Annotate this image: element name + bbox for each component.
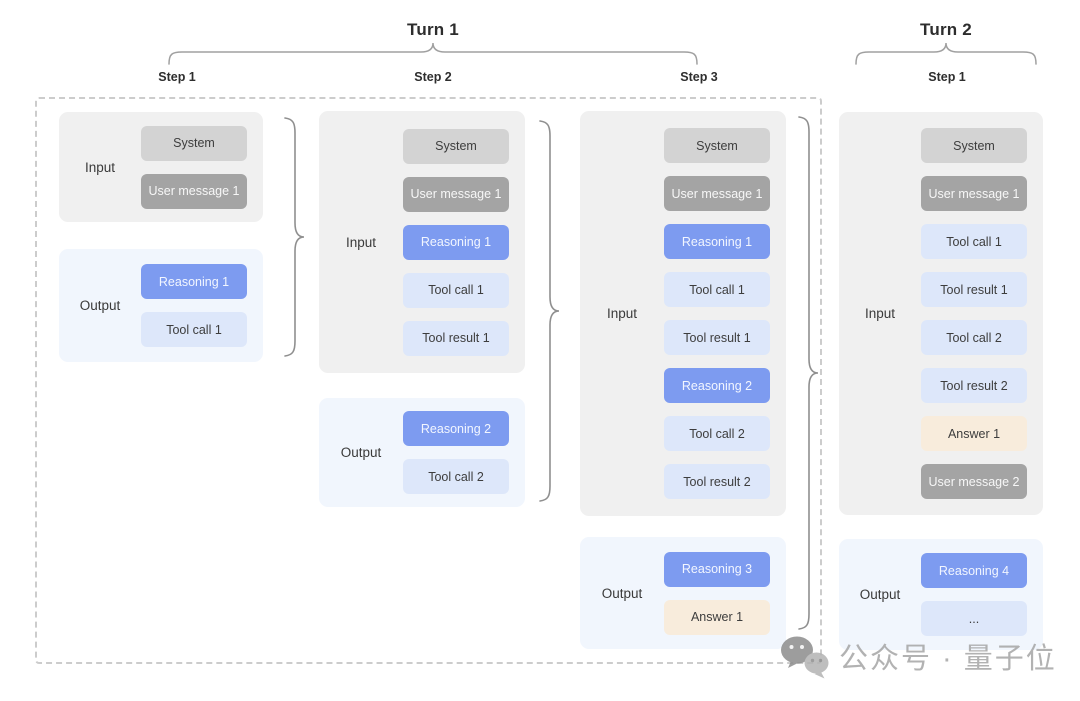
output-label: Output: [340, 445, 382, 460]
chip-answer-1: Answer 1: [921, 416, 1027, 451]
watermark-text: 公众号 · 量子位: [839, 643, 1057, 675]
turn-1-boundary-box: [35, 97, 822, 664]
chip-tool-call-2: Tool call 2: [403, 459, 509, 494]
chip-user-message-1: User message 1: [141, 173, 247, 209]
chip-tool-call-2: Tool call 2: [921, 320, 1027, 355]
chip-tool-result-1: Tool result 1: [664, 320, 770, 355]
chip-list: Reasoning 4...: [921, 553, 1027, 636]
chip-system: System: [141, 125, 247, 161]
chip-user-message-1: User message 1: [664, 176, 770, 211]
output-label: Output: [859, 587, 901, 602]
chip-tool-call-1: Tool call 1: [921, 224, 1027, 259]
chip-user-message-2: User message 2: [921, 464, 1027, 499]
chip-system: System: [403, 128, 509, 164]
wechat-icon: [781, 636, 829, 679]
chip-tool-call-2: Tool call 2: [664, 416, 770, 451]
turn-2-label: Turn 2: [920, 20, 972, 39]
chip-reasoning-1: Reasoning 1: [141, 264, 247, 299]
chip-tool-call-1: Tool call 1: [664, 272, 770, 307]
chip-list: Reasoning 1 Tool call 1: [141, 264, 247, 347]
chip-reasoning-1: Reasoning 1: [664, 224, 770, 259]
chip-reasoning-1: Reasoning 1: [403, 224, 509, 260]
chip-list: Reasoning 3 Answer 1: [664, 551, 770, 635]
turn1-step3-output-panel: Output Reasoning 3 Answer 1: [580, 537, 786, 649]
input-label: Input: [345, 234, 377, 250]
turn1-step2-output-panel: Output Reasoning 2 Tool call 2: [319, 398, 525, 507]
step-label-turn2-step1: Step 1: [928, 70, 966, 84]
watermark: 公众号 · 量子位: [779, 633, 1057, 679]
step-label-turn1-step1: Step 1: [158, 70, 196, 84]
input-label: Input: [84, 159, 116, 175]
chip-system: System: [921, 128, 1027, 163]
turn-1-label: Turn 1: [407, 20, 459, 39]
step1-to-step2-brace: [284, 117, 305, 357]
output-label: Output: [79, 298, 121, 313]
chip-user-message-1: User message 1: [403, 176, 509, 212]
chip-reasoning-4: Reasoning 4: [921, 553, 1027, 588]
chip-tool-result-2: Tool result 2: [921, 368, 1027, 403]
turn2-step1-output-panel: Output Reasoning 4...: [839, 539, 1043, 650]
turn1-step1-output-panel: Output Reasoning 1 Tool call 1: [59, 249, 263, 362]
step-label-turn1-step2: Step 2: [414, 70, 452, 84]
step-label-turn1-step3: Step 3: [680, 70, 718, 84]
step2-to-step3-brace: [539, 120, 560, 502]
turn-1-brace: [168, 42, 698, 65]
chip-tool-result-2: Tool result 2: [664, 464, 770, 499]
chip-tool-result-1: Tool result 1: [403, 320, 509, 356]
chip-system: System: [664, 128, 770, 163]
turn-2-brace: [855, 42, 1037, 65]
chip-reasoning-2: Reasoning 2: [664, 368, 770, 403]
chip-reasoning-2: Reasoning 2: [403, 411, 509, 446]
chip-user-message-1: User message 1: [921, 176, 1027, 211]
chip-tool-result-1: Tool result 1: [921, 272, 1027, 307]
input-label: Input: [864, 306, 896, 321]
chip-tool-call-1: Tool call 1: [403, 272, 509, 308]
chip-list: Reasoning 2 Tool call 2: [403, 411, 509, 494]
chip-tool-call-1: Tool call 1: [141, 312, 247, 347]
chip-answer-1: Answer 1: [664, 599, 770, 635]
input-label: Input: [606, 306, 638, 321]
chip-reasoning-3: Reasoning 3: [664, 551, 770, 587]
chip-: ...: [921, 601, 1027, 636]
output-label: Output: [601, 585, 643, 601]
step3-to-turn2-brace: [798, 116, 819, 630]
